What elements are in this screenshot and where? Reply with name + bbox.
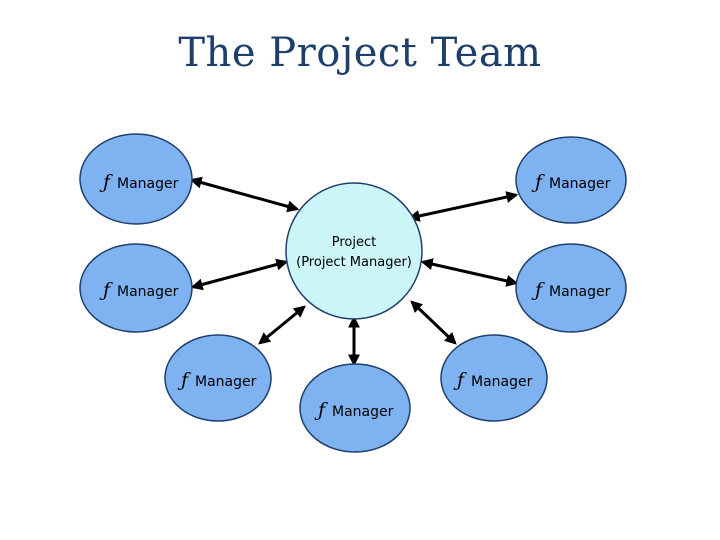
manager-node-low-right: ƒ Manager xyxy=(440,334,548,422)
manager-label: Manager xyxy=(332,404,394,420)
connectors xyxy=(189,176,519,367)
slide-title: The Project Team xyxy=(178,30,542,76)
connector-mid-left xyxy=(190,258,289,291)
connector-low-right xyxy=(410,300,457,345)
manager-label: Manager xyxy=(549,284,611,300)
function-symbol: ƒ xyxy=(531,279,545,301)
function-symbol: ƒ xyxy=(531,171,545,193)
manager-label: Manager xyxy=(471,374,533,390)
function-symbol: ƒ xyxy=(314,399,328,421)
center-node-line2: (Project Manager) xyxy=(296,255,412,270)
connector-low-left xyxy=(258,305,306,345)
manager-node-mid-right: ƒ Manager xyxy=(515,243,627,333)
manager-label: Manager xyxy=(195,374,257,390)
function-symbol: ƒ xyxy=(453,369,467,391)
manager-node-ellipse xyxy=(164,334,272,422)
connector-top-right xyxy=(407,191,519,222)
function-symbol: ƒ xyxy=(99,279,113,301)
center-node: Project (Project Manager) xyxy=(285,182,423,320)
manager-label: Manager xyxy=(117,284,179,300)
manager-node-mid-left: ƒ Manager xyxy=(79,243,193,333)
manager-node-top-left: ƒ Manager xyxy=(79,133,193,225)
manager-node-low-left: ƒ Manager xyxy=(164,334,272,422)
manager-node-ellipse xyxy=(515,136,627,224)
manager-node-ellipse xyxy=(299,363,411,453)
center-node-line1: Project xyxy=(332,235,376,250)
function-symbol: ƒ xyxy=(99,171,113,193)
manager-label: Manager xyxy=(117,176,179,192)
manager-node-bottom: ƒ Manager xyxy=(299,363,411,453)
connector-mid-right xyxy=(420,258,519,287)
center-node-circle xyxy=(285,182,423,320)
manager-node-ellipse xyxy=(79,133,193,225)
manager-node-top-right: ƒ Manager xyxy=(515,136,627,224)
connector-top-left xyxy=(189,176,300,213)
manager-node-ellipse xyxy=(515,243,627,333)
manager-label: Manager xyxy=(549,176,611,192)
function-symbol: ƒ xyxy=(177,369,191,391)
manager-node-ellipse xyxy=(440,334,548,422)
manager-node-ellipse xyxy=(79,243,193,333)
